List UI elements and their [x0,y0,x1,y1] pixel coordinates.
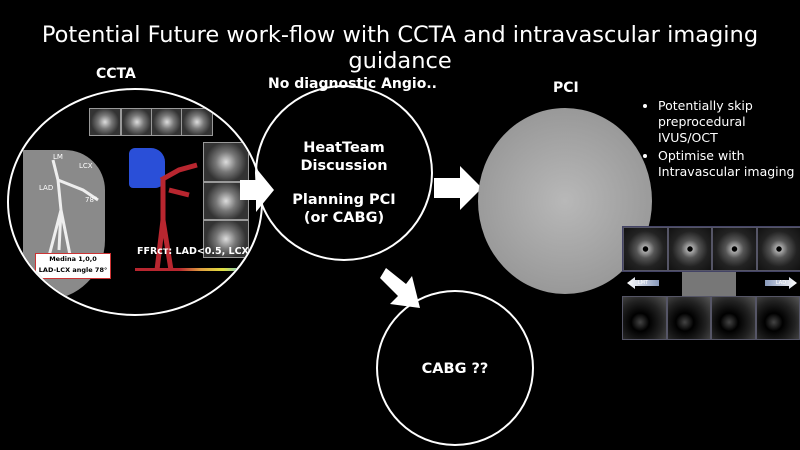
cross-section-thumb [203,182,249,220]
ffr-ct-text: FFRᴄᴛ: LAD<0.5, LCX=0 [137,246,263,257]
lmt-arrow: LMT [627,277,659,289]
angio-label-lm: LM [53,153,63,161]
heart-team-line4: (or CABG) [303,210,385,226]
cabg-label: CABG ?? [421,361,489,377]
angio-label-lcx: LCX [79,162,93,170]
coronary-3d-model [154,162,198,271]
pci-bullets: Potentially skip preprocedural IVUS/OCT … [640,98,800,182]
angio-label-angle: 78° [85,196,98,204]
heart-team-line2: Discussion [300,158,388,174]
aorta-3d-model [129,148,165,188]
lad-arrow: LAD [765,277,797,289]
ivus-frame [712,227,757,271]
ivus-frame [623,227,668,271]
no-angio-label: No diagnostic Angio.. [268,76,437,92]
cross-section-thumb [203,142,249,182]
oct-frame [711,296,756,340]
angio-inset [682,272,736,298]
oct-frame [755,296,800,340]
angio-label-lad: LAD [39,184,54,192]
heart-team-text: HeatTeam Discussion Planning PCI (or CAB… [257,139,431,227]
oct-strip [622,296,800,340]
medina-line2: LAD-LCX angle 78° [38,266,108,274]
heart-team-line3: Planning PCI [292,192,396,208]
medina-line1: Medina 1,0,0 [49,255,97,263]
medina-box: Medina 1,0,0 LAD-LCX angle 78° [35,253,111,279]
cross-section-thumb [203,220,249,258]
heart-team-circle: HeatTeam Discussion Planning PCI (or CAB… [255,85,433,261]
bullet-item: Optimise with Intravascular imaging [658,148,800,180]
heart-team-line1: HeatTeam [303,140,385,156]
cross-section-thumb [89,108,121,136]
ivus-strip [622,226,800,272]
pci-label: PCI [553,80,579,96]
cabg-circle: CABG ?? [376,290,534,446]
ccta-label: CCTA [96,66,136,82]
cross-section-thumb [121,108,153,136]
cross-section-thumb [181,108,213,136]
slide-title: Potential Future work-flow with CCTA and… [41,22,759,74]
bullet-item: Potentially skip preprocedural IVUS/OCT [658,98,800,146]
ivus-frame [667,227,712,271]
ffr-color-scale [135,268,245,271]
cross-section-thumb [151,108,183,136]
coronary-tree-drawing [46,159,99,271]
ivus-frame [756,227,800,271]
ccta-circle: LM LCX LAD 78° Medina 1,0,0 LAD-LCX angl… [7,88,263,316]
oct-frame [622,296,667,340]
down-right-arrow-icon [380,268,420,308]
right-arrow-icon [434,166,482,210]
oct-frame [666,296,711,340]
